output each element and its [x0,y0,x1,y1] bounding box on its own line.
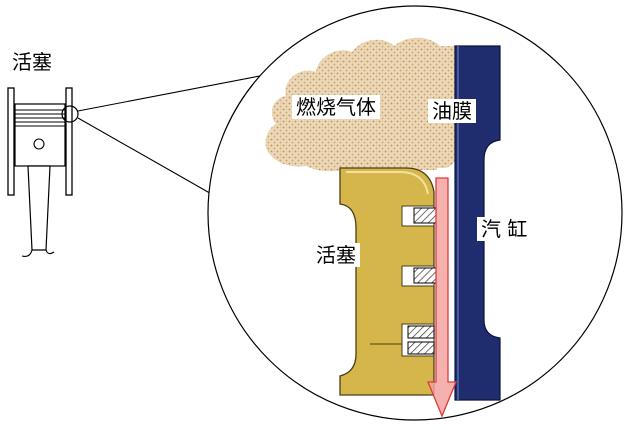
piston-body [14,103,66,167]
piston-ring-top [413,207,437,224]
oil-ring-lower [407,341,435,355]
label-piston-small: 活塞 [12,50,52,74]
cylinder-wall-right [65,87,73,196]
piston-overview [7,87,79,257]
gas-leak-arrow [427,177,457,418]
piston-ring-middle [413,267,437,284]
rod-break-right [45,249,55,255]
magnified-detail [208,6,622,420]
magnify-spot [61,105,79,123]
label-oil-film: 油膜 [428,99,476,123]
label-combustion-gas: 燃烧气体 [292,95,380,119]
rod-break-left [21,249,33,257]
callout-line-top [77,74,266,112]
callout-line-bottom [77,117,223,201]
magnifier-circle [207,5,623,421]
piston-highlight [346,171,429,195]
label-piston-detail: 活塞 [312,243,360,267]
label-cylinder: 汽 缸 [477,217,532,241]
oil-ring-upper [407,325,435,339]
cylinder-wall-left [7,87,15,196]
piston-pin [33,138,45,150]
connecting-rod [27,165,51,251]
